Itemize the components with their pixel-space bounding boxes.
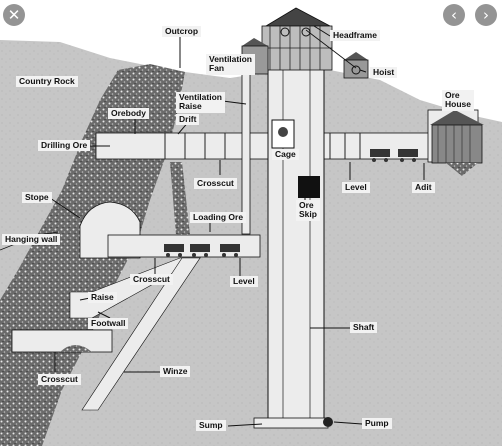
hoist-cable — [305, 29, 357, 69]
label-crosscut-upper: Crosscut — [194, 178, 237, 190]
ventilation-raise-shaft — [241, 71, 251, 235]
chevron-left-icon[interactable]: ‹ — [443, 4, 465, 26]
ore-house — [430, 110, 484, 176]
label-loading-ore: Loading Ore — [190, 212, 247, 224]
pump — [323, 417, 333, 427]
label-hoist: Hoist — [370, 67, 398, 79]
chevron-right-icon[interactable]: › — [475, 4, 497, 26]
close-icon[interactable]: ✕ — [3, 4, 25, 26]
label-headframe: Headframe — [330, 30, 380, 42]
sump — [253, 417, 329, 429]
label-raise: Raise — [88, 292, 117, 304]
label-level-right: Level — [342, 182, 370, 194]
label-sump: Sump — [196, 420, 226, 432]
label-shaft: Shaft — [350, 322, 378, 334]
label-cage: Cage — [272, 149, 299, 161]
label-adit: Adit — [412, 182, 435, 194]
label-outcrop: Outcrop — [162, 26, 202, 38]
ore-cars-mid — [164, 244, 240, 257]
winze-passage — [81, 257, 201, 411]
label-drift: Drift — [176, 114, 200, 126]
label-ventilation-raise: Ventilation Raise — [176, 92, 225, 113]
lower-crosscut — [11, 329, 113, 353]
label-footwall: Footwall — [88, 318, 129, 330]
label-winze: Winze — [160, 366, 191, 378]
loading-chute — [170, 162, 190, 235]
lower-ore-pile — [60, 345, 92, 352]
label-hanging-wall: Hanging wall — [2, 234, 61, 246]
label-crosscut-lower: Crosscut — [38, 374, 81, 386]
label-country-rock: Country Rock — [16, 76, 78, 88]
label-orebody: Orebody — [108, 108, 149, 120]
label-pump: Pump — [362, 418, 392, 430]
label-stope: Stope — [22, 192, 52, 204]
drift-timbers — [164, 133, 361, 159]
ore-cars-adit — [370, 149, 418, 162]
label-level-mid: Level — [230, 276, 258, 288]
label-ore-house: Ore House — [442, 90, 474, 111]
label-ventilation-fan: Ventilation Fan — [206, 54, 255, 75]
hoist-house — [343, 52, 369, 79]
label-drilling-ore: Drilling Ore — [38, 140, 91, 152]
callout-lines — [27, 25, 425, 427]
label-crosscut-mid: Crosscut — [130, 274, 173, 286]
label-ore-skip: Ore Skip — [296, 200, 320, 221]
headframe — [261, 7, 333, 71]
ore-skip — [298, 176, 320, 198]
